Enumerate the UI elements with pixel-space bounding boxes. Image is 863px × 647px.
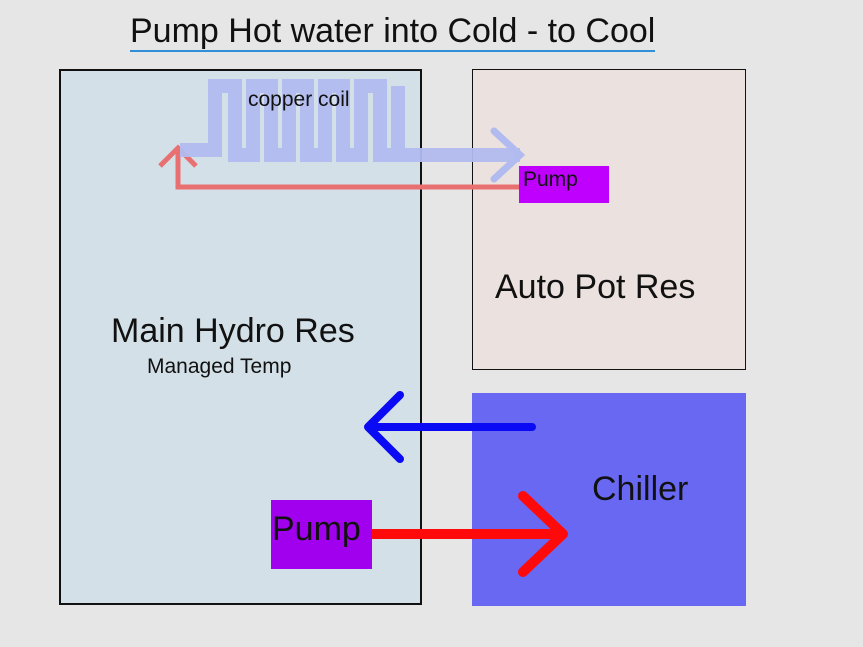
hot-flow-arrow — [367, 491, 568, 577]
main-pump-label: Pump — [272, 510, 361, 548]
auto-pot-pump — [519, 166, 609, 203]
main-pump — [271, 500, 372, 569]
auto-pump-label: Pump — [523, 168, 578, 191]
copper-coil — [180, 79, 520, 162]
coil-label: copper coil — [248, 88, 350, 111]
chiller-label: Chiller — [592, 470, 689, 508]
main-res-label: Main Hydro Res — [111, 312, 355, 350]
diagram-title: Pump Hot water into Cold - to Cool — [130, 12, 656, 52]
cold-flow-arrow — [364, 391, 536, 463]
auto-pot-label: Auto Pot Res — [495, 268, 696, 306]
auto-pot-reservoir — [472, 69, 746, 370]
coil-arrowhead — [490, 127, 526, 183]
return-line — [158, 144, 520, 190]
main-res-sublabel: Managed Temp — [147, 355, 292, 378]
